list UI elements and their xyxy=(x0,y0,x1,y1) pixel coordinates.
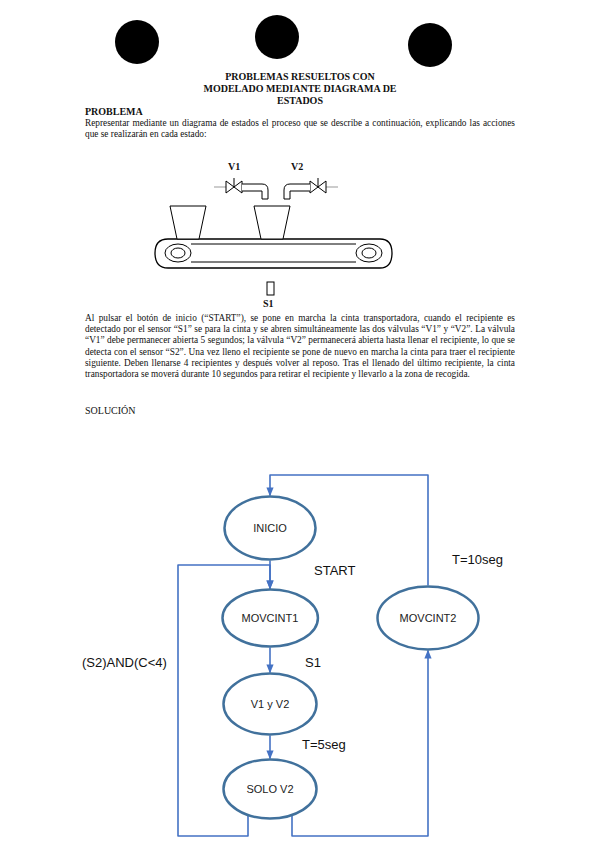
transition-arrow xyxy=(269,648,271,673)
state-ellipse: MOVCINT1 xyxy=(221,588,319,648)
state-name: MOVCINT1 xyxy=(242,612,299,624)
transition-condition: T=5seg xyxy=(300,737,348,752)
transition-arrow xyxy=(269,736,271,759)
valve-label: V2 xyxy=(291,161,321,172)
node-text-wrap: MOVCINT2 xyxy=(400,612,457,624)
state-ellipse: INICIO xyxy=(223,495,317,561)
state-name: SOLO V2 xyxy=(246,783,293,795)
sensor-label: S1 xyxy=(263,298,293,309)
section-heading: PROBLEMA xyxy=(85,106,235,117)
node-text-wrap: INICIO xyxy=(253,522,287,534)
black-dot xyxy=(115,20,159,64)
problem-statement: Representar mediante un diagrama de esta… xyxy=(85,118,515,140)
state-ellipse: SOLO V2 xyxy=(222,758,318,820)
state-name: INICIO xyxy=(253,522,287,534)
transition-condition: T=10seg xyxy=(450,552,505,567)
valve-v2 xyxy=(284,178,338,199)
transition-condition: S1 xyxy=(303,655,323,670)
valve-v1 xyxy=(214,178,268,199)
transition-condition: (S2)AND(C<4) xyxy=(80,655,169,670)
node-text-wrap: V1 y V2 xyxy=(251,698,290,710)
transition-arrow xyxy=(292,651,428,837)
node-text-wrap: SOLO V2 xyxy=(246,783,293,795)
valve-label: V1 xyxy=(228,161,258,172)
state-ellipse: V1 y V2 xyxy=(222,672,318,736)
container xyxy=(170,206,290,239)
black-dot xyxy=(255,15,299,59)
section-heading: SOLUCIÓN xyxy=(85,405,235,416)
state-name: V1 y V2 xyxy=(251,698,290,710)
state-ellipse: MOVCINT2 xyxy=(376,585,480,651)
conveyor-belt xyxy=(155,239,392,268)
state-name: MOVCINT2 xyxy=(400,612,457,624)
page-title: PROBLEMAS RESUELTOS CON MODELADO MEDIANT… xyxy=(200,71,400,107)
sensor-s1 xyxy=(267,282,274,295)
node-text-wrap: MOVCINT1 xyxy=(242,612,299,624)
process-description: Al pulsar el botón de inicio (“START”), … xyxy=(85,313,515,380)
black-dot xyxy=(408,23,452,67)
transition-condition: START xyxy=(312,563,357,578)
